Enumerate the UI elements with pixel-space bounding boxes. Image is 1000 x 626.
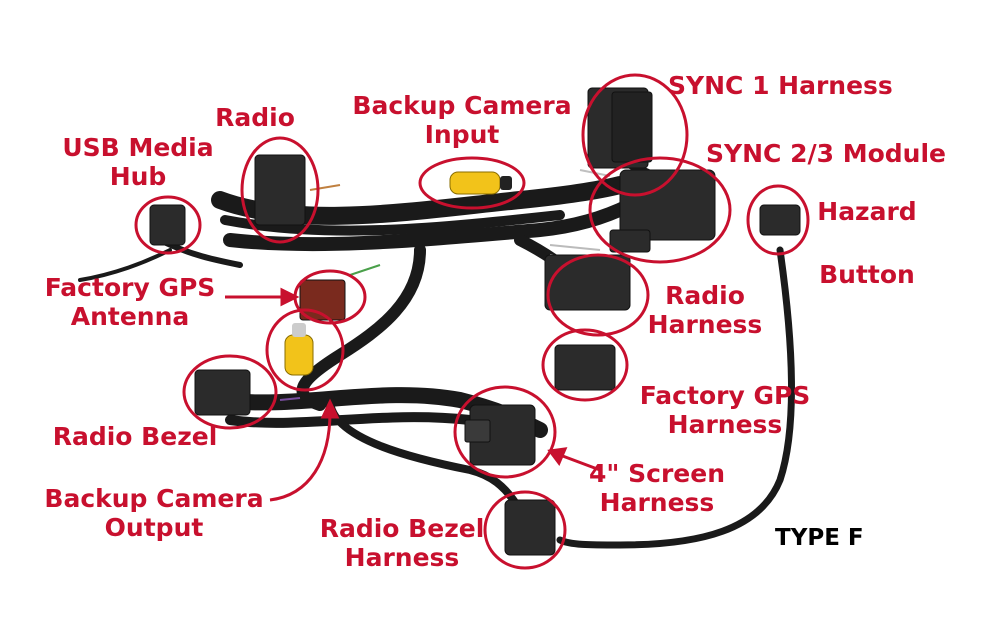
label-line: Radio xyxy=(665,281,745,310)
label-line: Output xyxy=(104,512,204,542)
harness-connectors xyxy=(149,87,801,556)
label-line: SYNC 1 Harness xyxy=(668,71,893,100)
label-line: Antenna xyxy=(70,301,190,331)
label-line: Harness xyxy=(344,542,460,572)
label-usb-media-hub: USB Media Hub xyxy=(48,133,228,192)
label-line: USB Media xyxy=(62,133,214,162)
label-radio-bezel: Radio Bezel xyxy=(50,422,220,452)
label-backup-camera-output: Backup Camera Output xyxy=(44,484,264,543)
label-radio: Radio xyxy=(200,103,310,133)
label-line: Factory GPS xyxy=(639,381,811,410)
label-line: 4" Screen xyxy=(589,459,725,488)
label-sync23-module: SYNC 2/3 Module xyxy=(706,139,946,169)
label-line: Harness xyxy=(647,309,763,339)
label-line: SYNC 2/3 Module xyxy=(706,139,946,168)
label-line: Radio Bezel xyxy=(52,422,218,451)
label-sync1-harness: SYNC 1 Harness xyxy=(668,71,893,101)
label-line: Factory GPS xyxy=(44,273,216,302)
label-backup-camera-input: Backup Camera Input xyxy=(352,91,572,150)
label-line: Hazard xyxy=(817,197,917,226)
label-factory-gps-antenna: Factory GPS Antenna xyxy=(40,273,220,332)
label-radio-harness: Radio Harness xyxy=(640,281,770,340)
label-line: Backup Camera xyxy=(44,484,264,513)
label-line: Radio xyxy=(215,103,295,132)
label-line: Backup Camera xyxy=(352,91,572,120)
product-type-tag: TYPE F xyxy=(775,525,864,551)
label-line: Harness xyxy=(599,487,715,517)
label-line: Radio Bezel xyxy=(319,514,485,543)
callout-circles xyxy=(134,73,810,570)
label-4in-screen-harness: 4" Screen Harness xyxy=(582,459,732,518)
label-radio-bezel-harness: Radio Bezel Harness xyxy=(312,514,492,573)
label-line: Harness xyxy=(667,409,783,439)
label-line: Input xyxy=(424,119,500,149)
label-hazard-button: Hazard Button xyxy=(812,197,922,290)
label-line: Hub xyxy=(109,161,167,191)
pointer-arrows xyxy=(225,287,601,502)
label-line: Button xyxy=(819,259,915,289)
rca-connectors xyxy=(284,171,512,376)
label-factory-gps-harness: Factory GPS Harness xyxy=(630,381,820,440)
